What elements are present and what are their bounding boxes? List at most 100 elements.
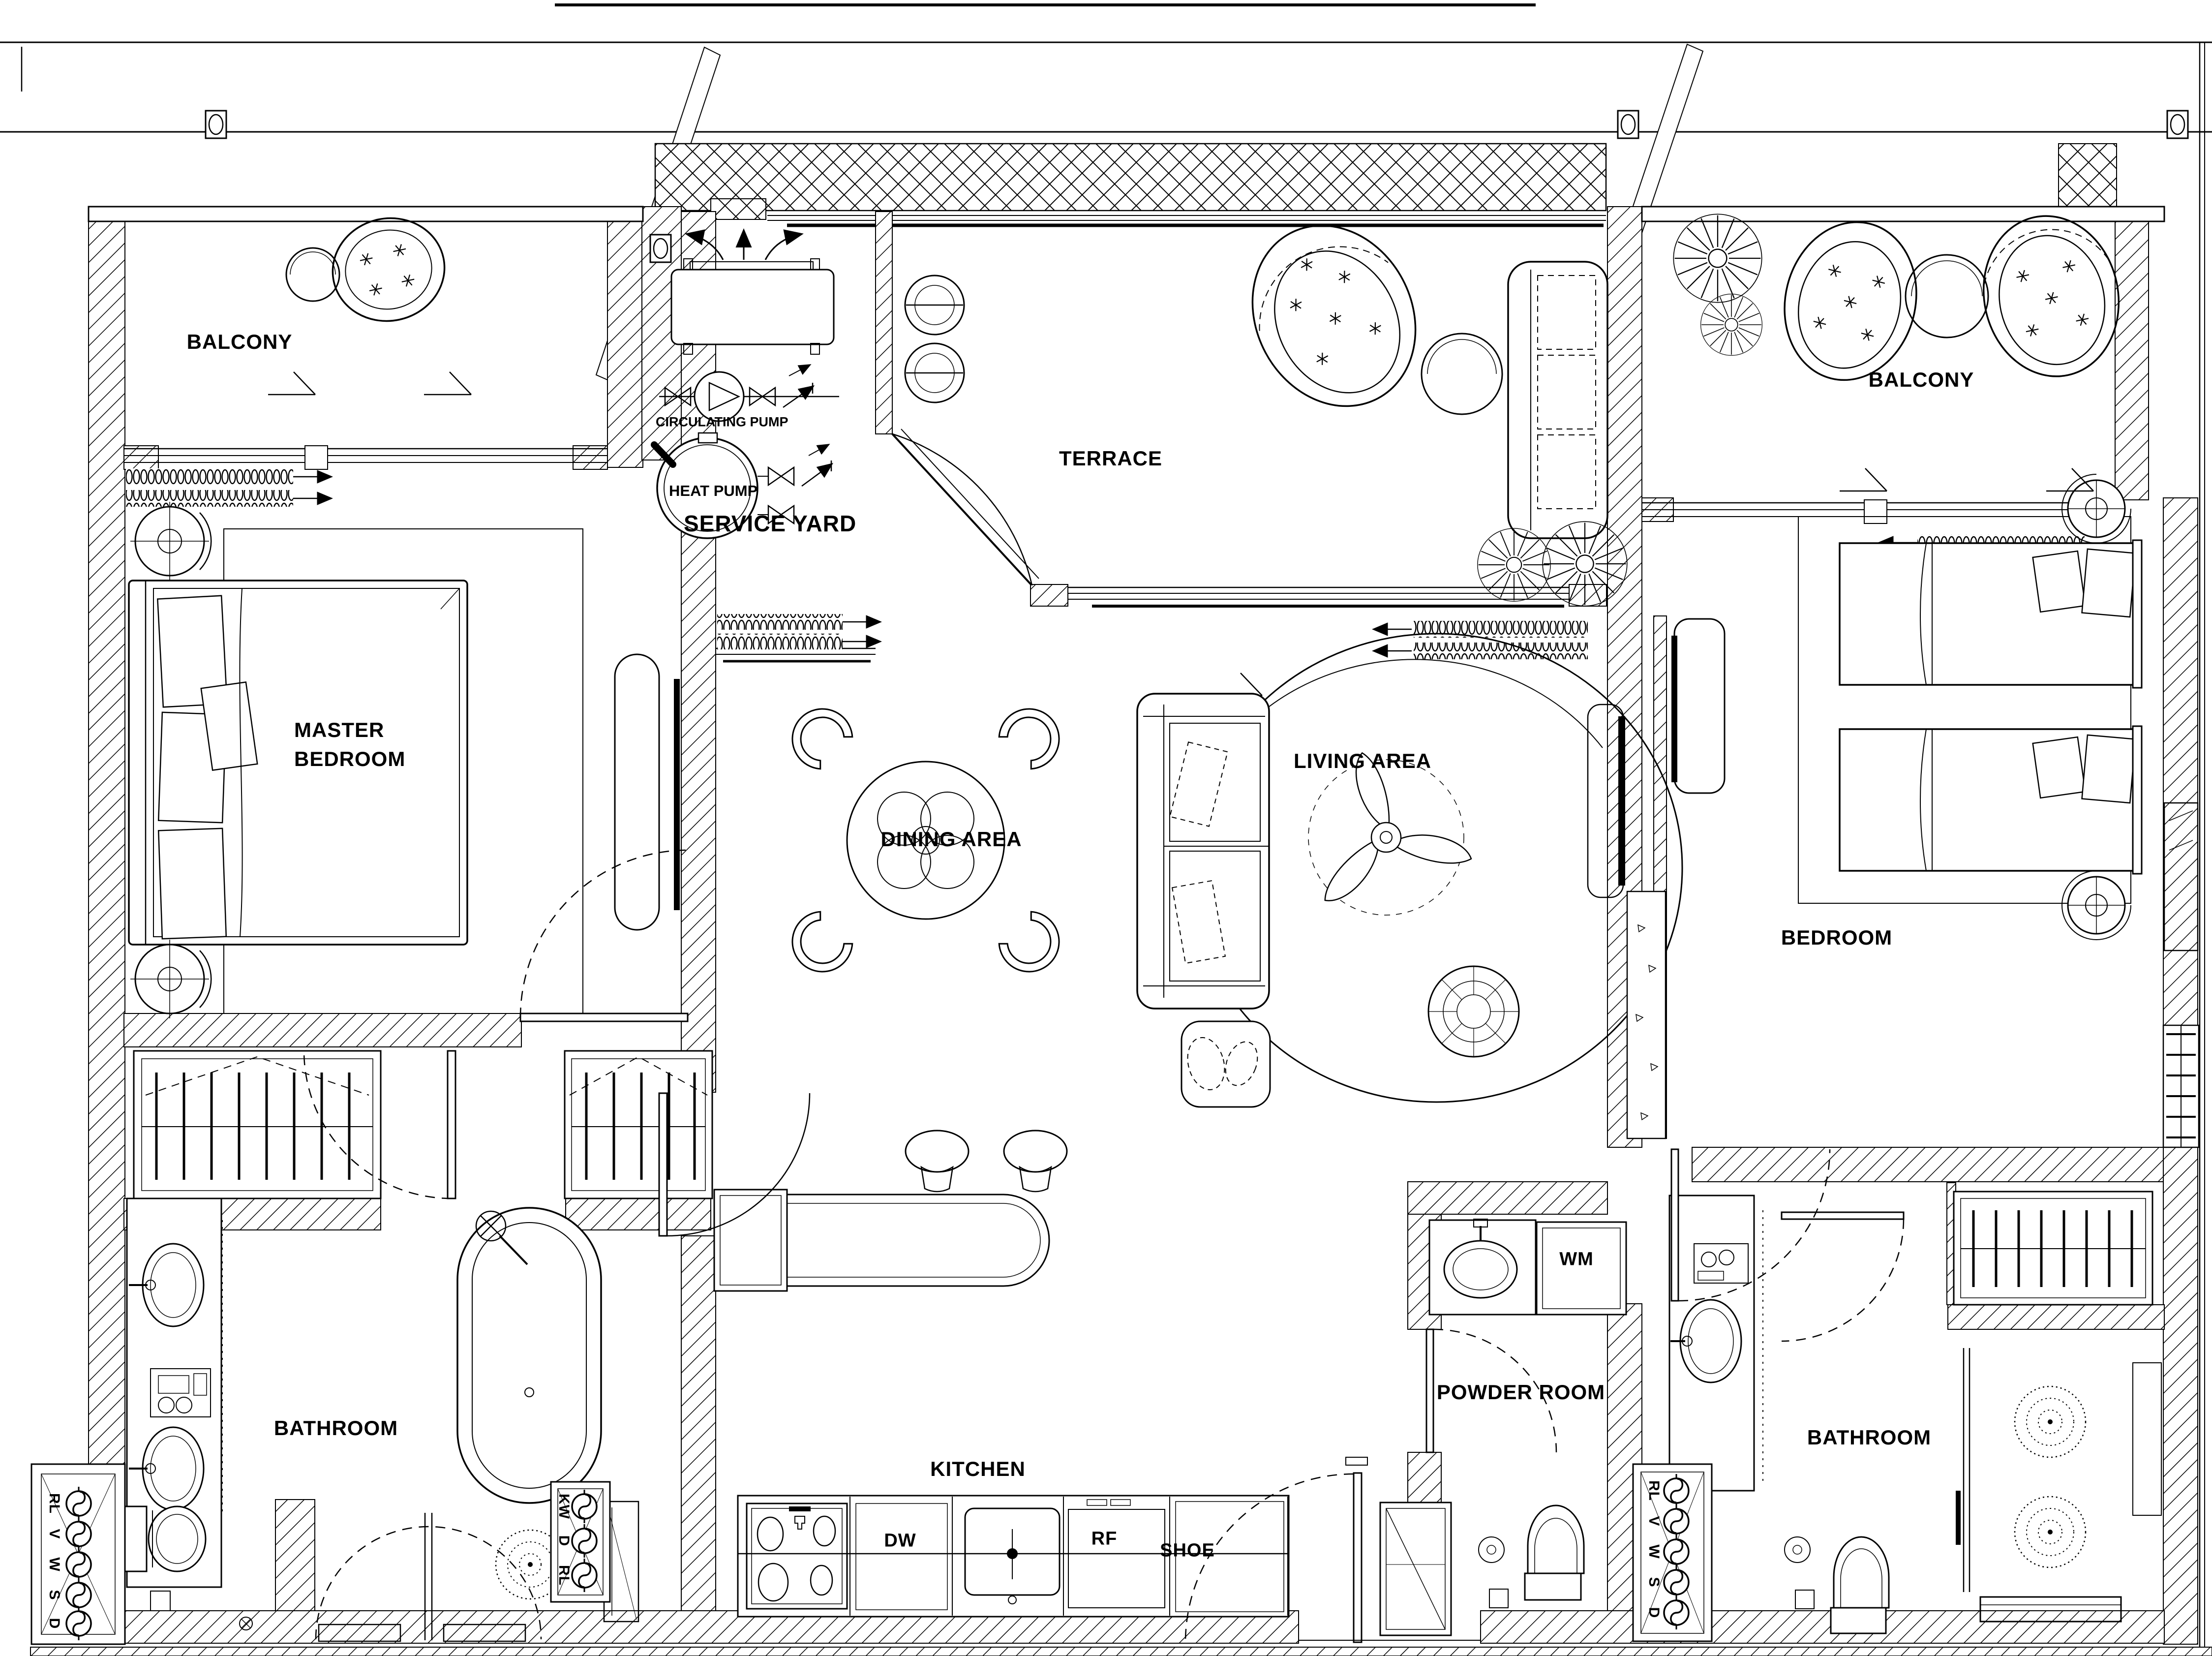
- nightstand: [130, 502, 212, 581]
- label-refrigerator: RF: [1091, 1528, 1118, 1549]
- side-table: [1421, 333, 1503, 415]
- balcony-chair: [1784, 221, 1917, 381]
- dining-set: [779, 696, 1072, 985]
- service-yard-equipment: [651, 228, 1039, 586]
- room-label-master-line1: MASTER: [294, 718, 385, 741]
- closet-bathroom-door: [303, 1050, 456, 1199]
- east-niche: [2163, 802, 2199, 951]
- room-label-bathroom-right: BATHROOM: [1807, 1426, 1932, 1449]
- riser-label-kitchen-kw: KW: [556, 1494, 572, 1519]
- bathroom-left-fixtures: [123, 1197, 639, 1642]
- terrace-furniture: [904, 224, 1638, 697]
- bench: [614, 653, 660, 931]
- balcony-table: [1905, 254, 1989, 338]
- sink: [1670, 1299, 1742, 1383]
- powder-room-door: [1425, 1328, 1557, 1453]
- balcony-left-furniture: [267, 217, 472, 396]
- room-label-dining-area: DINING AREA: [880, 828, 1022, 851]
- tv-bedroom: [1671, 618, 1726, 794]
- outdoor-sofa: [1507, 261, 1608, 539]
- shower: [1956, 1348, 2162, 1623]
- planter-pots: [904, 275, 965, 403]
- room-label-bathroom-left: BATHROOM: [273, 1416, 398, 1440]
- condenser-unit: [670, 228, 835, 355]
- riser-label-right-s: S: [1646, 1577, 1662, 1588]
- twin-bed: [1839, 539, 2143, 689]
- dishwasher: [849, 1497, 953, 1616]
- nightstand: [2061, 474, 2131, 544]
- riser-label-left-w: W: [46, 1557, 62, 1572]
- label-washing-machine: WM: [1559, 1249, 1594, 1270]
- riser-label-kitchen-rl: RL: [556, 1565, 572, 1586]
- east-wardrobe: [2162, 1024, 2200, 1148]
- nightstand: [130, 940, 212, 1018]
- vanity-accessories: [150, 1368, 211, 1417]
- bathtub: [456, 1207, 602, 1504]
- circulating-pump-assembly: [659, 364, 839, 422]
- wardrobe-left: [133, 1050, 382, 1199]
- shoe-cabinet: [1175, 1497, 1288, 1616]
- master-bedroom-door: [519, 849, 689, 1022]
- pipe-shafts: [30, 1463, 1713, 1645]
- riser-label-right-d: D: [1646, 1607, 1662, 1619]
- room-label-master-bedroom: MASTER BEDROOM: [294, 716, 405, 774]
- powder-room-fixtures: [1379, 1219, 1627, 1636]
- sink: [129, 1243, 205, 1327]
- wardrobes: [133, 1050, 713, 1199]
- rug: [1798, 516, 2131, 904]
- twin-bed: [1839, 725, 2143, 875]
- pergola-trellis: [654, 143, 2117, 227]
- room-label-service-yard: SERVICE YARD: [684, 511, 857, 536]
- balcony-right-furniture: [1662, 202, 2120, 381]
- room-label-bedroom-right: BEDROOM: [1781, 926, 1893, 949]
- balcony-chair: [1982, 215, 2120, 377]
- ottoman: [1181, 1020, 1271, 1108]
- kitchen-sink: [964, 1507, 1061, 1604]
- vanity-counter: [1668, 1195, 1755, 1492]
- riser-label-right-w: W: [1646, 1544, 1662, 1559]
- windows: [124, 445, 2115, 663]
- riser-label-left-v: V: [46, 1529, 62, 1539]
- cooktop: [746, 1503, 848, 1610]
- label-shoe-cabinet: SHOE: [1160, 1540, 1215, 1561]
- lounge-chair: [1251, 224, 1417, 407]
- master-bedroom-furniture: [128, 502, 680, 1018]
- sink: [1443, 1219, 1518, 1299]
- entry-closet: [1379, 1502, 1452, 1636]
- counter: [1428, 1219, 1537, 1316]
- riser-label-left-s: S: [46, 1590, 62, 1600]
- wardrobe-right: [564, 1050, 713, 1199]
- right-riser-shaft: [1632, 1463, 1713, 1642]
- heat-pump-valves: [758, 444, 834, 525]
- washing-machine: [1536, 1221, 1627, 1316]
- bedroom-right-furniture: [1671, 467, 2200, 1148]
- ceiling-fan: [1308, 749, 1476, 916]
- left-riser-shaft: [30, 1463, 126, 1645]
- vanity-accessories: [1694, 1243, 1749, 1284]
- room-label-terrace: TERRACE: [1059, 447, 1163, 470]
- room-label-powder-room: POWDER ROOM: [1436, 1380, 1606, 1404]
- kitchen-riser-shaft: [550, 1481, 611, 1603]
- toilet: [123, 1505, 207, 1611]
- label-dishwasher: DW: [884, 1530, 916, 1551]
- tv-living: [1587, 704, 1625, 898]
- refrigerator: [1063, 1497, 1170, 1616]
- toilet: [1478, 1504, 1585, 1608]
- bathroom-right-door: [1781, 1211, 1905, 1342]
- label-heat-pump: HEAT PUMP: [669, 482, 758, 499]
- pouf: [1427, 965, 1520, 1058]
- riser-label-right-rl: RL: [1646, 1480, 1662, 1501]
- toilet: [1784, 1536, 1890, 1634]
- bedroom-right-door: [1670, 1148, 1831, 1302]
- living-area-furniture: [1136, 633, 1683, 1139]
- master-bed: [128, 580, 468, 946]
- entrance-door: [1184, 1457, 1481, 1643]
- kitchen-fixtures: [713, 1130, 1290, 1618]
- riser-label-right-v: V: [1646, 1516, 1662, 1527]
- island-counter: [713, 1189, 1050, 1292]
- bar-stool: [905, 1130, 970, 1193]
- room-label-balcony-left: BALCONY: [186, 330, 293, 353]
- closet-right: [1953, 1191, 2153, 1306]
- bar-stool: [1003, 1130, 1068, 1193]
